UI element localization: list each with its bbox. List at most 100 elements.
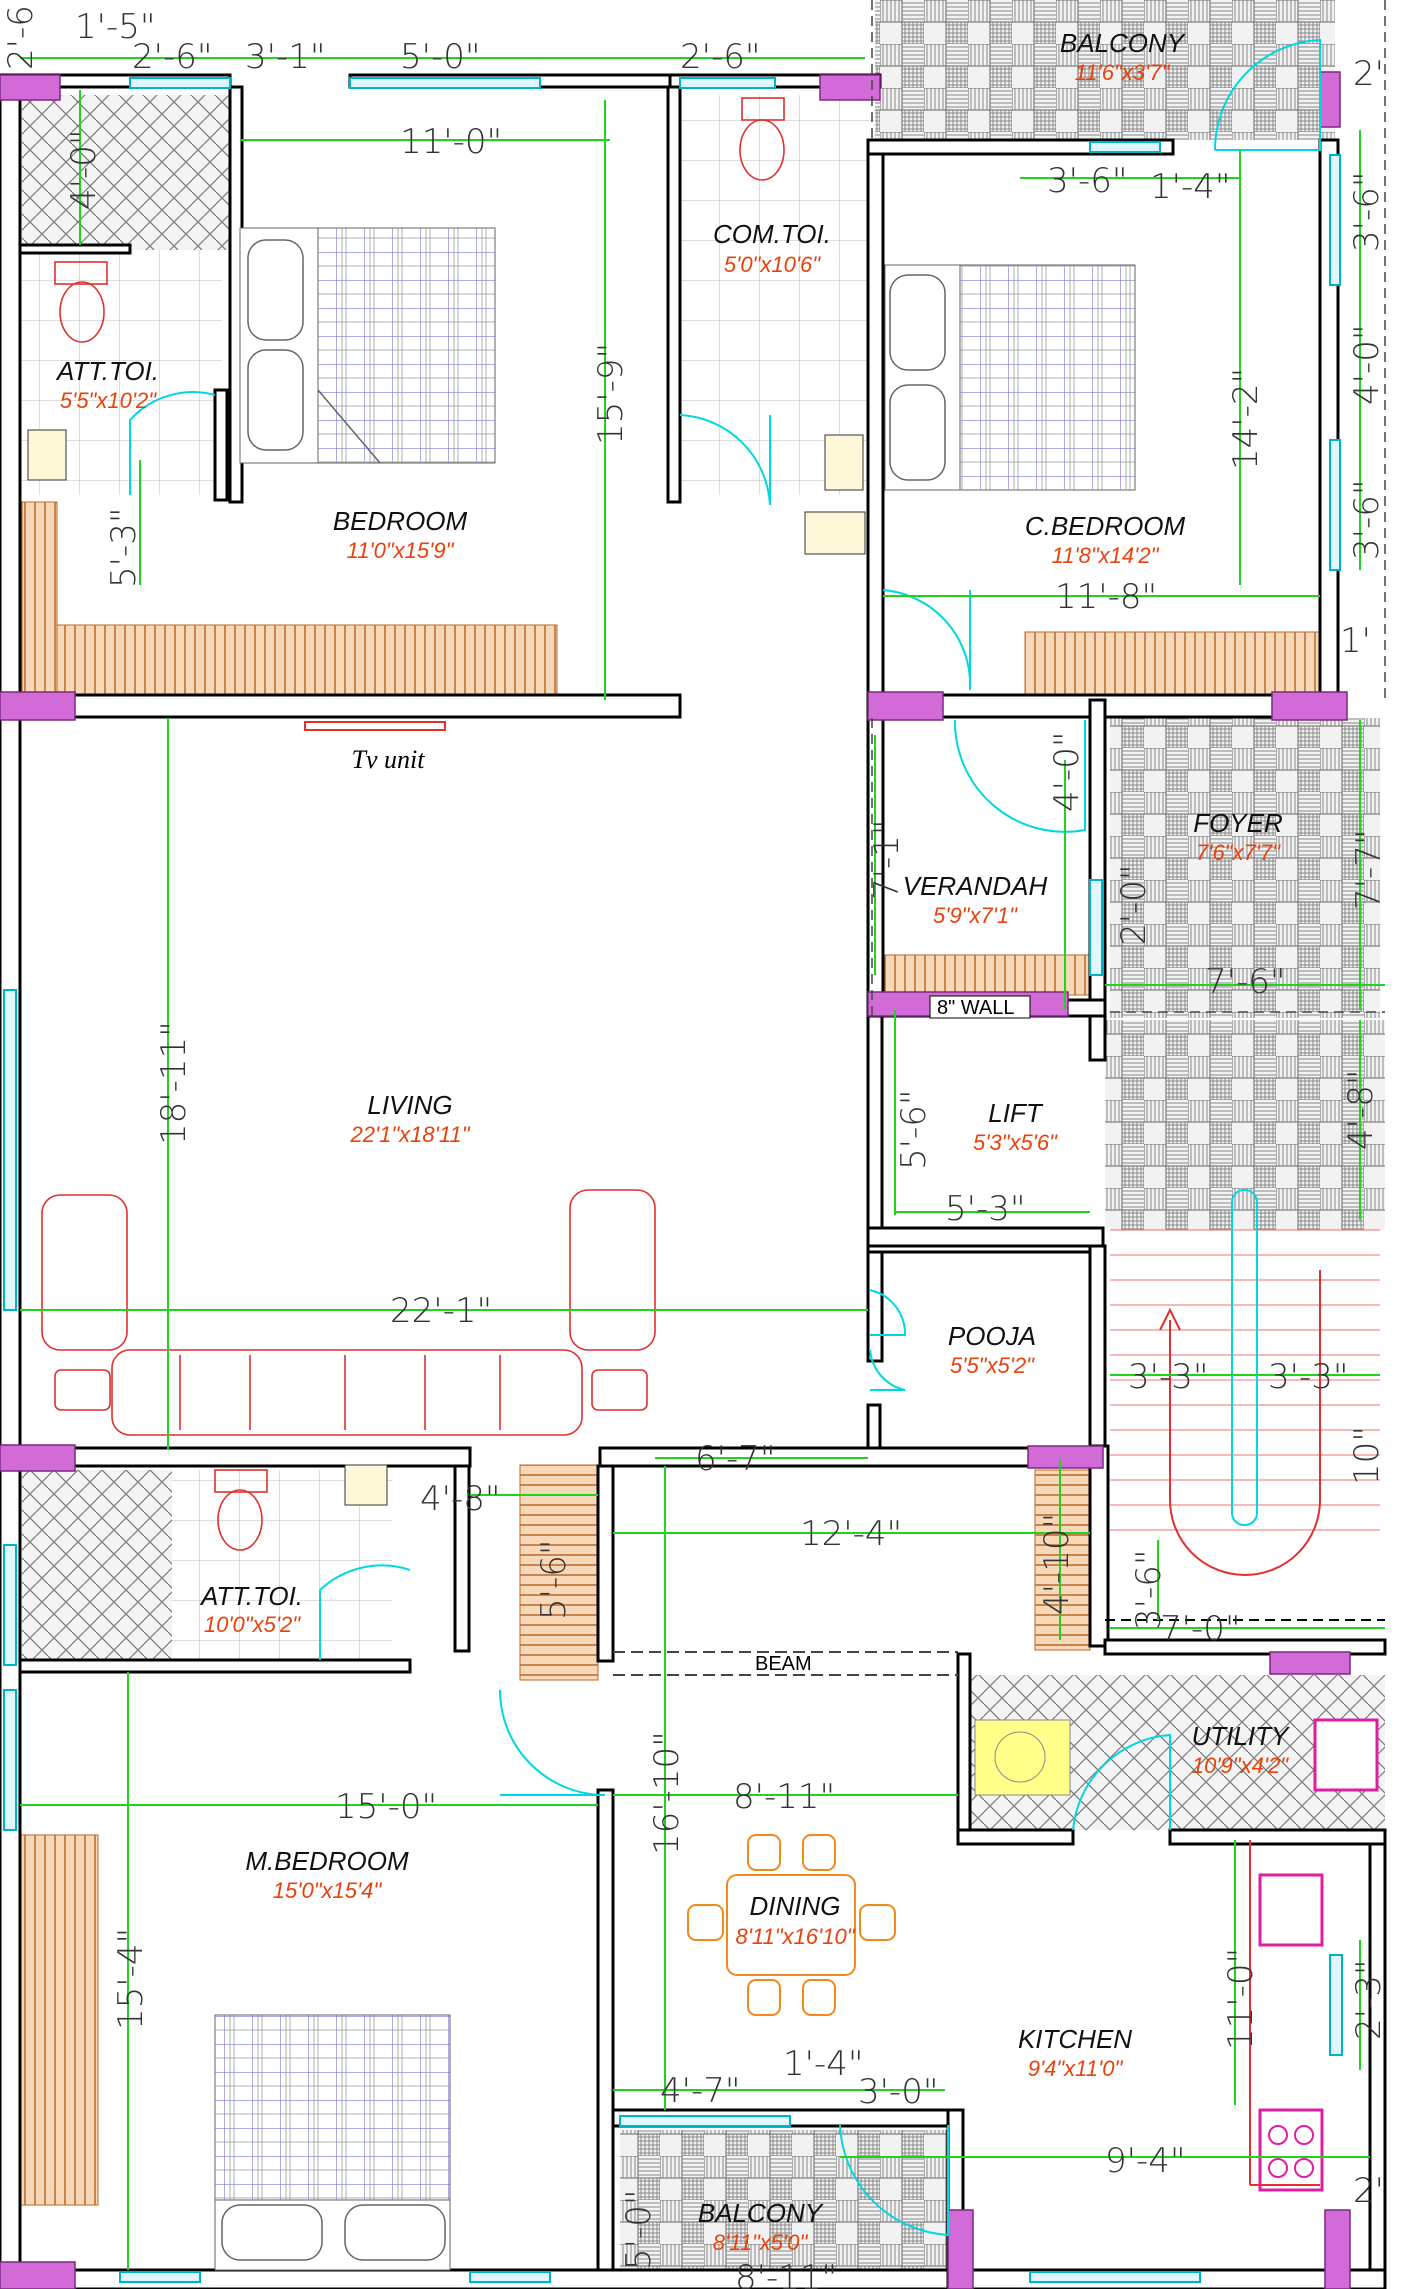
att-toilet-top-size: 5'5"x10'2" bbox=[60, 388, 157, 413]
dim-18: 4'-0" bbox=[1047, 731, 1087, 812]
dimension-texts: 1'-5" 2'-6" 3'-1" 5'-0" 2'-6" 11'-0" 4'-… bbox=[1, 5, 1389, 2289]
utility-name: UTILITY bbox=[1192, 1721, 1290, 1751]
dim-13: 3'-6" bbox=[1347, 171, 1387, 252]
dim-46: 9'-4" bbox=[1105, 2141, 1186, 2181]
balcony-bottom-name: BALCONY bbox=[698, 2198, 824, 2228]
dim-4: 5'-0" bbox=[400, 37, 481, 77]
dim-6: 11'-0" bbox=[400, 122, 502, 162]
balcony-top-name: BALCONY bbox=[1060, 28, 1186, 58]
dim-14: 4'-0" bbox=[1347, 324, 1387, 405]
beam-note: BEAM bbox=[755, 1653, 812, 1675]
dim-45: 3'-0" bbox=[858, 2072, 939, 2112]
dim-39: 15'-0" bbox=[335, 1787, 437, 1827]
att-toilet-bottom-wet-floor bbox=[22, 1470, 172, 1660]
dim-2: 2'-6" bbox=[132, 37, 213, 77]
pooja-size: 5'5"x5'2" bbox=[950, 1353, 1035, 1378]
dim-31: 5'-6" bbox=[534, 1539, 574, 1620]
dim-15: 3'-6" bbox=[1347, 479, 1387, 560]
foyer-size: 7'6"x7'7" bbox=[1196, 840, 1281, 865]
dim-23: 5'-6" bbox=[894, 1089, 934, 1170]
dim-37: 16'-10" bbox=[647, 1731, 687, 1855]
dim-43: 4'-7" bbox=[660, 2071, 741, 2111]
lift-name: LIFT bbox=[988, 1098, 1044, 1128]
dim-17: 7'-1" bbox=[867, 819, 907, 900]
dim-21: 7'-6" bbox=[1205, 962, 1286, 1002]
dim-34: 10" bbox=[1347, 1426, 1387, 1485]
balcony-top-floor bbox=[875, 0, 1335, 140]
bedroom-size: 11'0"x15'9" bbox=[347, 538, 455, 563]
com-toilet-floor bbox=[680, 95, 875, 495]
dim-50: 1' bbox=[1340, 621, 1371, 661]
c-bedroom-name: C.BEDROOM bbox=[1025, 511, 1186, 541]
verandah-name: VERANDAH bbox=[903, 871, 1048, 901]
dim-11: 1'-4" bbox=[1150, 167, 1231, 207]
dim-41: 11'-0" bbox=[1221, 1948, 1261, 2050]
dim-24: 5'-3" bbox=[945, 1189, 1026, 1229]
dim-22: 18'-11" bbox=[154, 1021, 194, 1145]
lift-size: 5'3"x5'6" bbox=[973, 1130, 1058, 1155]
dim-36: 7'-0" bbox=[1160, 1609, 1241, 1649]
foyer-name: FOYER bbox=[1193, 808, 1283, 838]
sofa-set bbox=[41, 1189, 656, 1436]
shelf-unit bbox=[519, 1464, 599, 1681]
att-toilet-top-name: ATT.TOI. bbox=[55, 356, 159, 386]
dashed-outlines bbox=[871, 0, 1386, 1020]
dim-49: 2' bbox=[1353, 54, 1384, 94]
att-toilet-top-wet-floor bbox=[22, 95, 229, 250]
dim-40: 15'-4" bbox=[111, 1928, 151, 2030]
pooja-name: POOJA bbox=[948, 1321, 1036, 1351]
kitchen-size: 9'4"x11'0" bbox=[1028, 2056, 1124, 2081]
lobby-floor bbox=[1105, 1020, 1385, 1230]
dim-26: 22'-1" bbox=[390, 1291, 492, 1331]
dim-32: 12'-4" bbox=[800, 1514, 902, 1554]
c-bedroom-size: 11'8"x14'2" bbox=[1052, 543, 1160, 568]
dim-42: 2'-3" bbox=[1349, 1959, 1389, 2040]
room-labels: BALCONY 11'6"x3'7" COM.TOI. 5'0"x10'6" A… bbox=[55, 28, 1290, 2255]
dim-10: 3'-6" bbox=[1047, 161, 1128, 201]
beam-lines bbox=[613, 1651, 958, 1676]
dim-38: 8'-11" bbox=[733, 1777, 835, 1817]
wardrobe-m-bedroom bbox=[19, 1834, 99, 2206]
verandah-planter bbox=[869, 954, 1091, 996]
verandah-size: 5'9"x7'1" bbox=[933, 903, 1018, 928]
dim-30: 4'-8" bbox=[420, 1479, 501, 1519]
dim-5: 2'-6" bbox=[680, 37, 761, 77]
dim-33: 4'-10" bbox=[1037, 1513, 1077, 1615]
dim-48: 2'-6 bbox=[1, 5, 41, 70]
lift-side-shelf bbox=[1034, 1469, 1091, 1651]
tv-unit-outline bbox=[304, 721, 446, 731]
dim-9: 5'-3" bbox=[104, 507, 144, 588]
dim-19: 2'-0" bbox=[1114, 864, 1154, 945]
dim-29: 6'-7" bbox=[695, 1439, 776, 1479]
beds bbox=[214, 227, 1136, 2271]
dim-25: 4'-8" bbox=[1341, 1069, 1381, 1150]
bathroom-fixtures bbox=[27, 97, 1379, 2192]
att-toilet-bottom-name: ATT.TOI. bbox=[199, 1581, 303, 1611]
dim-1: 1'-5" bbox=[75, 7, 156, 47]
wall-note: 8" WALL bbox=[937, 997, 1015, 1019]
dining-set bbox=[687, 1834, 896, 2016]
dim-51: 2' bbox=[1353, 2171, 1384, 2211]
m-bedroom-size: 15'0"x15'4" bbox=[273, 1878, 383, 1903]
dim-44: 1'-4" bbox=[783, 2044, 864, 2084]
dim-16: 11'-8" bbox=[1055, 577, 1157, 617]
dining-size: 8'11"x16'10" bbox=[735, 1924, 855, 1949]
dim-8: 15'-9" bbox=[591, 343, 631, 445]
dining-name: DINING bbox=[750, 1891, 841, 1921]
staircase bbox=[1105, 1189, 1385, 1621]
dim-28: 3'-3" bbox=[1268, 1357, 1349, 1397]
dim-27: 3'-3" bbox=[1128, 1357, 1209, 1397]
wardrobe-bedroom bbox=[56, 624, 558, 696]
kitchen-name: KITCHEN bbox=[1018, 2024, 1132, 2054]
utility-size: 10'9"x4'2" bbox=[1192, 1753, 1289, 1778]
living-size: 22'1"x18'11" bbox=[349, 1122, 470, 1147]
wardrobe-c-bedroom bbox=[1024, 631, 1331, 698]
com-toilet-name: COM.TOI. bbox=[713, 219, 831, 249]
dim-52: 8'-11" bbox=[735, 2258, 837, 2289]
tv-unit-label: Tv unit bbox=[352, 745, 426, 774]
dimension-lines bbox=[20, 57, 1385, 2270]
dim-20: 7'-7" bbox=[1349, 829, 1389, 910]
bedroom-name: BEDROOM bbox=[333, 506, 468, 536]
dim-35: 3'-6" bbox=[1129, 1549, 1169, 1630]
com-toilet-size: 5'0"x10'6" bbox=[724, 252, 821, 277]
